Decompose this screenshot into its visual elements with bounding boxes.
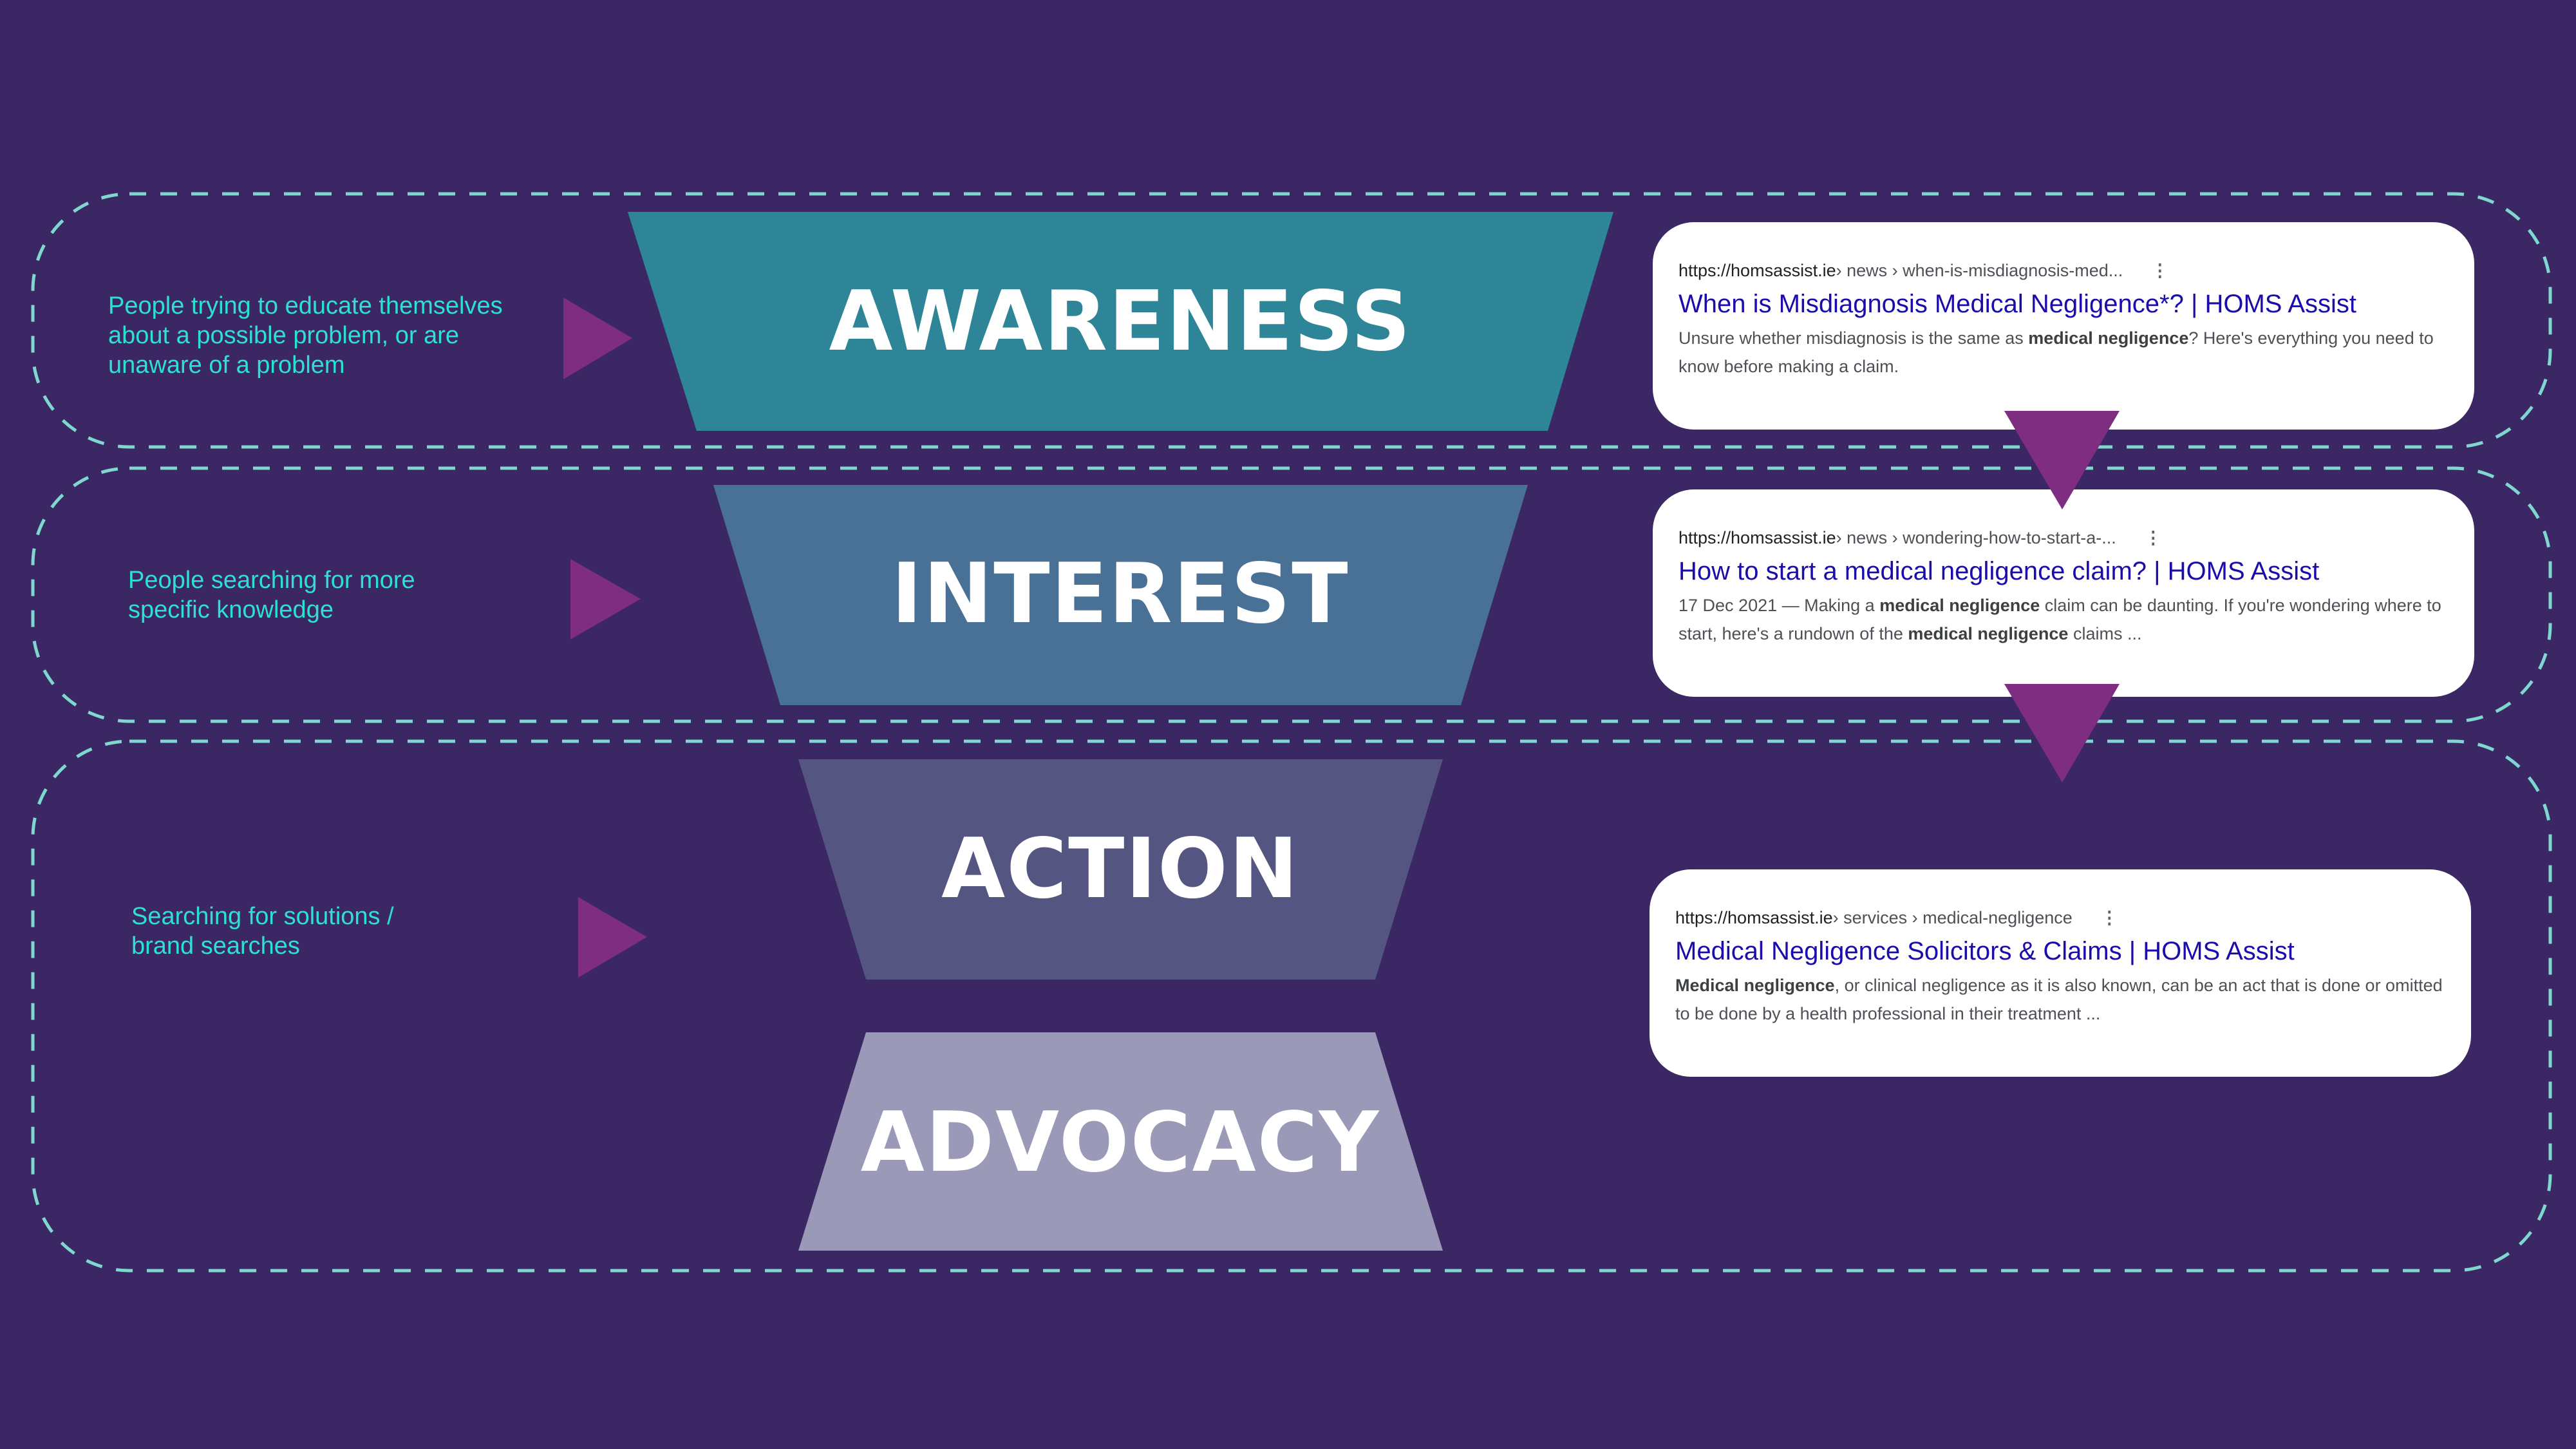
result-snippet: Unsure whether misdiagnosis is the same …: [1678, 324, 2458, 381]
result-url[interactable]: https://homsassist.ie › news › when-is-m…: [1678, 261, 2458, 281]
stage-label-action: ACTION: [941, 821, 1299, 917]
result-url[interactable]: https://homsassist.ie › services › medic…: [1675, 908, 2454, 928]
more-options-icon[interactable]: ⋮: [2151, 261, 2169, 280]
awareness-description: People trying to educate themselves abou…: [108, 292, 503, 379]
snippet-bold: medical negligence: [2028, 328, 2189, 348]
result-title-link[interactable]: How to start a medical negligence claim?…: [1678, 557, 2320, 585]
snippet-text: 17 Dec 2021 — Making a: [1678, 596, 1880, 615]
interest-group-outline: [31, 466, 2552, 723]
interest-description: People searching for more specific knowl…: [128, 567, 415, 623]
result-domain: https://homsassist.ie: [1678, 261, 1836, 280]
advocacy-funnel-segment: [798, 1032, 1443, 1251]
result-domain: https://homsassist.ie: [1678, 528, 1836, 547]
play-arrow-icon: [570, 559, 641, 639]
action-group-outline: [31, 739, 2552, 1273]
interest-funnel-segment: [713, 485, 1528, 705]
awareness-group-outline: [31, 192, 2552, 449]
stage-label-advocacy: ADVOCACY: [860, 1095, 1380, 1191]
snippet-text: , or clinical negligence as it is also k…: [1675, 976, 2443, 1023]
awareness-funnel-segment: [628, 212, 1613, 431]
play-arrow-icon: [563, 298, 632, 379]
stage-label-awareness: AWARENESS: [829, 274, 1412, 370]
snippet-text: claims ...: [2068, 624, 2142, 643]
result-domain: https://homsassist.ie: [1675, 908, 1833, 927]
result-path: › services › medical-negligence: [1832, 908, 2073, 927]
snippet-text: Unsure whether misdiagnosis is the same …: [1678, 328, 2029, 348]
action-description: Searching for solutions / brand searches: [131, 903, 394, 960]
result-title-link[interactable]: Medical Negligence Solicitors & Claims |…: [1675, 937, 2295, 965]
result-snippet: Medical negligence, or clinical negligen…: [1675, 971, 2454, 1028]
result-path: › news › when-is-misdiagnosis-med...: [1836, 261, 2123, 280]
search-result-card: https://homsassist.ie › news › wondering…: [1653, 489, 2474, 697]
snippet-bold: Medical negligence: [1675, 976, 1835, 995]
snippet-text: claim can be daunting. If you're wonderi…: [1678, 596, 2441, 643]
result-snippet: 17 Dec 2021 — Making a medical negligenc…: [1678, 591, 2458, 648]
result-path: › news › wondering-how-to-start-a-...: [1836, 528, 2116, 547]
action-funnel-segment: [798, 759, 1443, 980]
snippet-bold: medical negligence: [1879, 596, 2040, 615]
play-arrow-icon: [578, 897, 647, 978]
result-title-link[interactable]: When is Misdiagnosis Medical Negligence*…: [1678, 290, 2357, 318]
more-options-icon[interactable]: ⋮: [2100, 908, 2118, 927]
stage-label-interest: INTEREST: [891, 546, 1349, 642]
more-options-icon[interactable]: ⋮: [2144, 528, 2162, 547]
snippet-bold: medical negligence: [1908, 624, 2069, 643]
search-result-card: https://homsassist.ie › news › when-is-m…: [1653, 222, 2474, 430]
snippet-text: ? Here's everything you need to know bef…: [1678, 328, 2434, 376]
result-url[interactable]: https://homsassist.ie › news › wondering…: [1678, 528, 2458, 548]
search-result-card: https://homsassist.ie › services › medic…: [1650, 869, 2471, 1077]
